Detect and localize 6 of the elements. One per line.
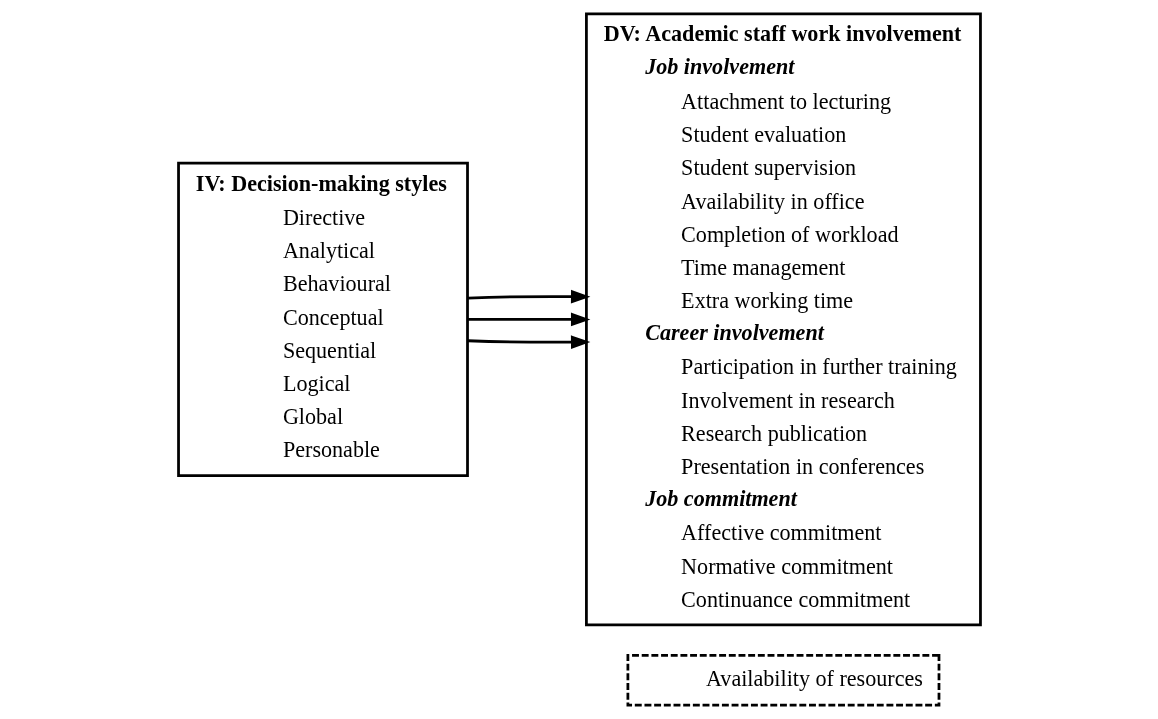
node-box: IV: Decision-making styles Directive Analytical Behavioural Conceptual Sequential Logical Global Personable bbox=[176, 161, 469, 478]
arrow bbox=[467, 289, 590, 304]
node-box: DV: Academic staff work involvement Job involvement Attachment to lecturing Student evaluation Student supervision Availability in office Completion of workload Time management Extra working time Career involvement Participation in further training Involvement in research Research publication Presentation in conferences Job commitment Affective commitment Normative commitment Continuance commitment bbox=[584, 12, 982, 627]
arrow bbox=[467, 335, 590, 349]
node-box: Availability of resources bbox=[626, 654, 940, 707]
arrow bbox=[467, 312, 590, 327]
